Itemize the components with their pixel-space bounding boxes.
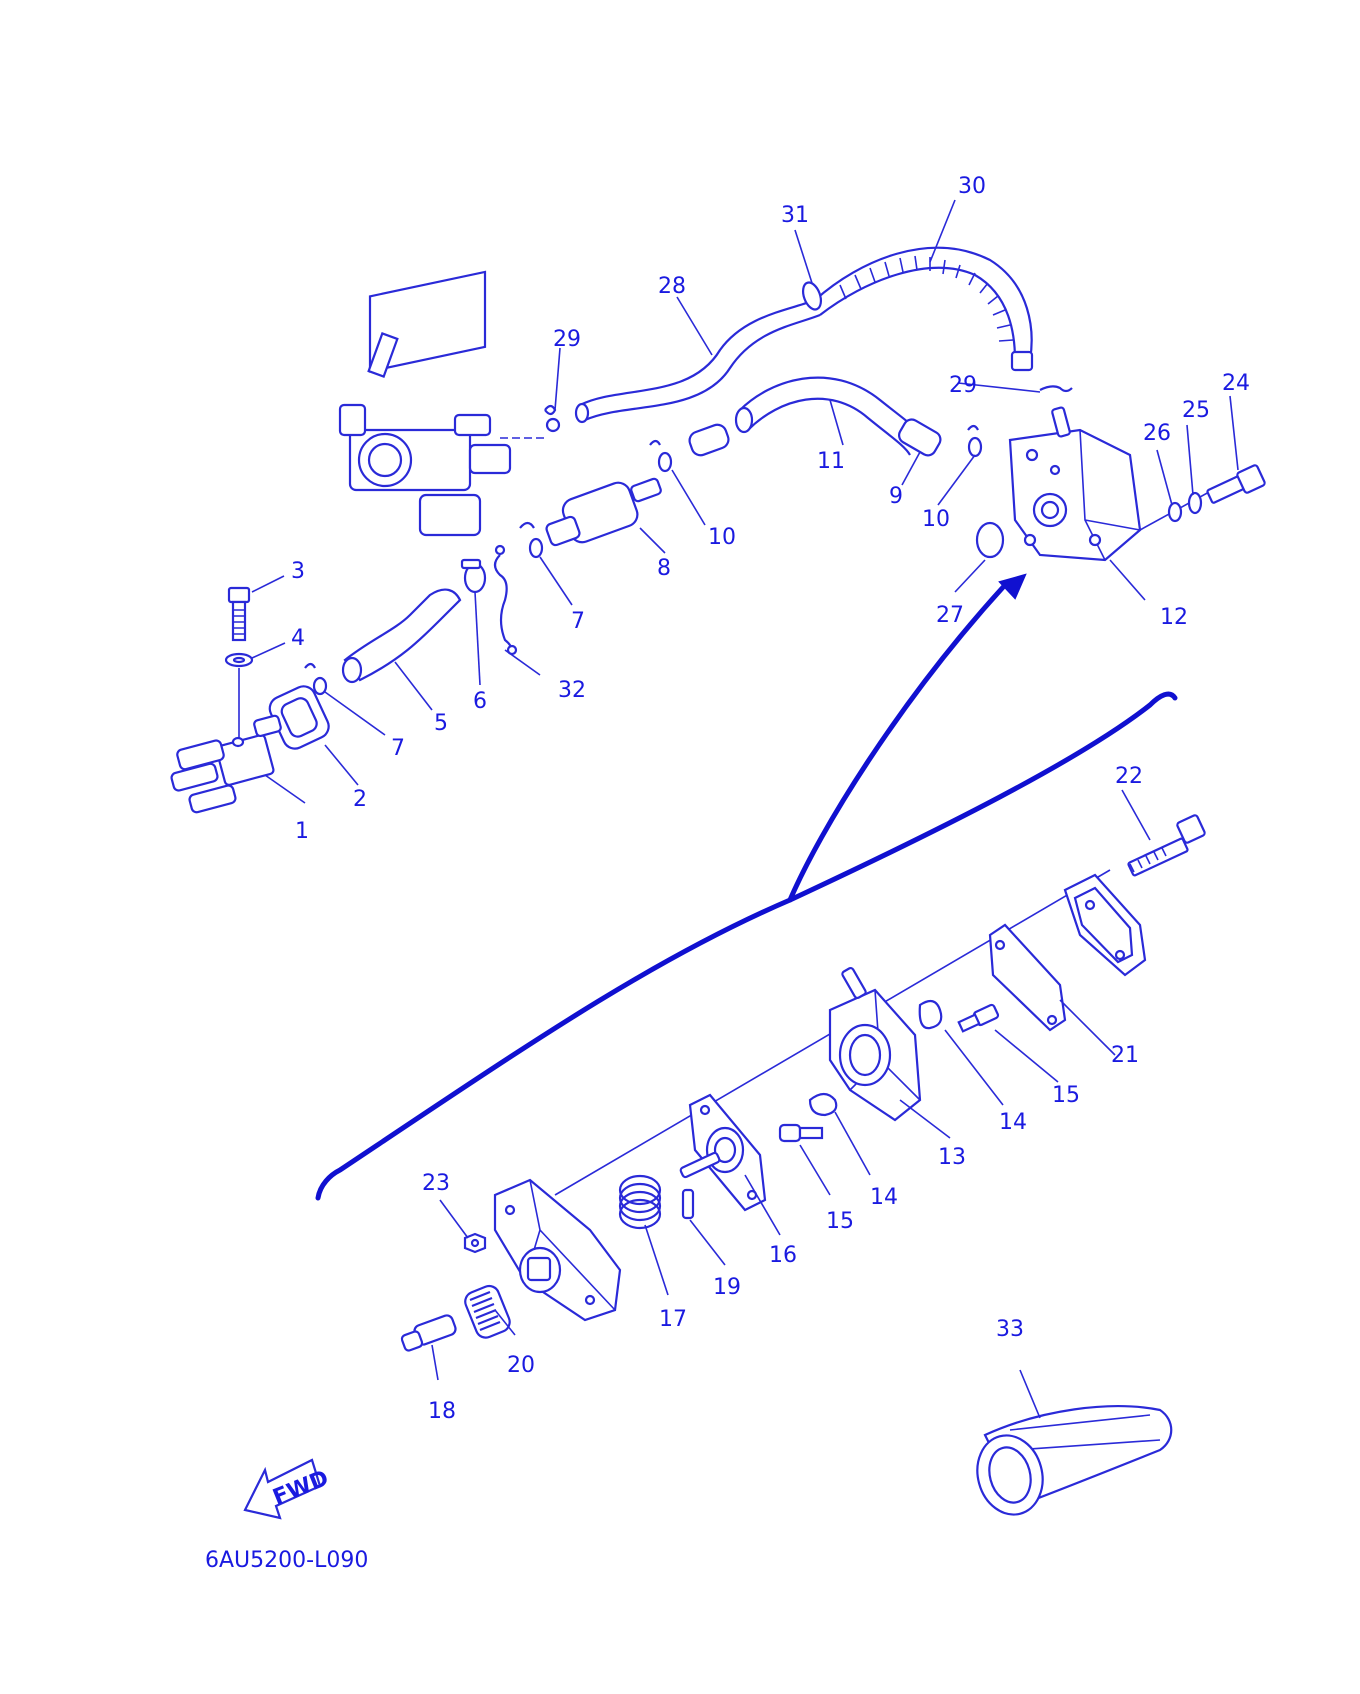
callout-26: 26 [1143, 421, 1171, 446]
hose-9 [898, 418, 942, 457]
callout-22: 22 [1115, 764, 1143, 789]
nut-23 [463, 1232, 487, 1254]
fuel-joint-1 [170, 714, 282, 814]
callout-15-upper: 15 [1052, 1083, 1080, 1108]
clip-10-right [967, 424, 983, 458]
pump-cover-21 [988, 873, 1147, 1032]
callout-14-lower: 14 [870, 1185, 898, 1210]
screw-15-upper [957, 1003, 1000, 1033]
callout-10-right: 10 [922, 507, 950, 532]
screw-15-lower [778, 1123, 824, 1143]
fuel-hose-28 [574, 298, 821, 424]
callout-29-right: 29 [949, 373, 977, 398]
hose-11 [734, 376, 926, 456]
sub-assembly-arrow [787, 573, 1027, 903]
clip-29-right [1039, 385, 1073, 393]
callout-33: 33 [996, 1317, 1024, 1342]
callout-4: 4 [291, 626, 305, 651]
pump-body-13 [828, 967, 922, 1122]
assembly-boundary-line [315, 691, 1178, 1201]
diagram-code: 6AU5200-L090 [205, 1548, 368, 1573]
spring-17 [618, 1174, 662, 1230]
callout-30: 30 [958, 174, 986, 199]
callout-10-left: 10 [708, 525, 736, 550]
gasket-2 [268, 685, 330, 750]
washer-4 [224, 652, 254, 668]
callout-9: 9 [889, 484, 903, 509]
pipe-piece [688, 423, 730, 457]
callout-8: 8 [657, 556, 671, 581]
callout-27: 27 [936, 603, 964, 628]
washer-25 [1187, 491, 1203, 515]
callout-5: 5 [434, 711, 448, 736]
o-ring-27 [975, 521, 1005, 559]
callout-31: 31 [781, 203, 809, 228]
callout-leaders-lower [431, 789, 1151, 1419]
callout-20: 20 [507, 1353, 535, 1378]
clip-29-left [544, 404, 561, 433]
pin-19 [681, 1188, 695, 1220]
callout-15-lower: 15 [826, 1209, 854, 1234]
pump-base [493, 1178, 622, 1322]
diaphragm-16 [679, 1093, 767, 1212]
valve-14-upper [918, 999, 943, 1030]
clip-band-32 [493, 544, 518, 656]
spring-20 [464, 1284, 511, 1339]
callout-6: 6 [473, 689, 487, 714]
fuel-filter-8 [545, 477, 662, 547]
callout-19: 19 [713, 1275, 741, 1300]
clip-10-left [649, 439, 673, 473]
callout-17: 17 [659, 1307, 687, 1332]
callout-12: 12 [1160, 605, 1188, 630]
callout-7-right: 7 [571, 609, 585, 634]
callout-11: 11 [817, 449, 845, 474]
callout-23: 23 [422, 1171, 450, 1196]
hose-5 [341, 588, 462, 684]
callout-21: 21 [1111, 1043, 1139, 1068]
callout-25: 25 [1182, 398, 1210, 423]
bolt-22 [1127, 814, 1206, 877]
clip-7-right [519, 521, 544, 559]
part-33 [976, 1405, 1173, 1516]
callout-leaders-upper [251, 199, 1239, 804]
valve-14-lower [808, 1092, 838, 1117]
callout-24: 24 [1222, 371, 1250, 396]
callout-29-left: 29 [553, 327, 581, 352]
corrugated-hose-30 [814, 246, 1034, 372]
callout-1: 1 [295, 819, 309, 844]
washer-26 [1167, 501, 1183, 523]
carburetor-drawing [338, 270, 545, 537]
callout-labels: 1 2 3 4 5 6 7 7 8 9 10 10 11 12 13 14 14… [291, 174, 1250, 1424]
bolt-24 [1206, 464, 1266, 504]
callout-16: 16 [769, 1243, 797, 1268]
fuel-pump-12 [1008, 406, 1142, 562]
bolt-3 [227, 586, 251, 642]
clamp-6 [460, 558, 487, 594]
clip-7-left [304, 662, 328, 696]
callout-18: 18 [428, 1399, 456, 1424]
callout-14-upper: 14 [999, 1110, 1027, 1135]
callout-2: 2 [353, 787, 367, 812]
plunger-18 [400, 1314, 457, 1352]
clip-31 [801, 281, 823, 311]
callout-3: 3 [291, 559, 305, 584]
fwd-arrow-icon: FWD [243, 1458, 332, 1520]
callout-7-left: 7 [391, 736, 405, 761]
callout-13: 13 [938, 1145, 966, 1170]
callout-28: 28 [658, 274, 686, 299]
callout-32: 32 [558, 678, 586, 703]
